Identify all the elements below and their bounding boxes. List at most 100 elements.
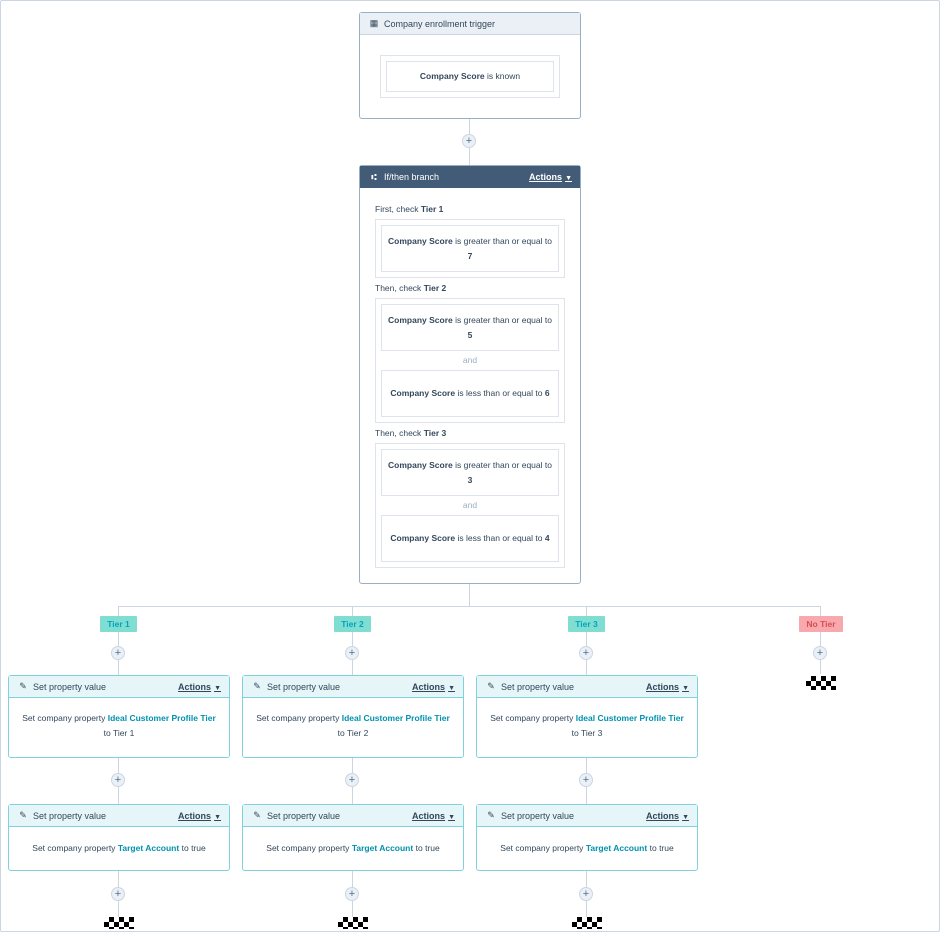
branch-icon: ⑆ [371,172,377,182]
action-connector: to [415,843,423,853]
property-link[interactable]: Target Account [351,843,414,853]
property-link[interactable]: Ideal Customer Profile Tier [107,713,216,723]
action-description: Set company property Ideal Customer Prof… [243,711,463,741]
branch-tag-tier-1: Tier 1 [100,616,137,632]
add-action-button[interactable]: + [579,646,593,660]
actions-label: Actions [412,810,446,821]
if-then-branch-card[interactable]: ⑆ If/then branch Actions▼ First, check T… [359,165,581,584]
and-separator: and [462,500,478,510]
condition-value: 4 [544,533,550,543]
action-card-set-target-account[interactable]: ✎ Set property value Actions▼ Set compan… [242,804,464,871]
add-action-button[interactable]: + [345,887,359,901]
condition-property: Company Score [390,388,456,398]
condition-property: Company Score [390,533,456,543]
condition-tier-2-b[interactable]: Company Score is less than or equal to 6 [381,370,559,417]
branch-split-line [118,606,821,607]
action-value: true [659,843,674,853]
action-card-set-icp-tier-2[interactable]: ✎ Set property value Actions▼ Set compan… [242,675,464,758]
condition-operator: is greater than or equal to [455,314,552,325]
action-title: Set property value [267,681,341,692]
action-actions-dropdown[interactable]: Actions▼ [178,682,221,692]
actions-label: Actions [412,681,446,692]
property-link[interactable]: Target Account [585,843,648,853]
edit-icon: ✎ [19,681,27,691]
enrollment-trigger-card[interactable]: ▦ Company enrollment trigger Company Sco… [359,12,581,119]
action-value: Tier 2 [346,728,369,738]
action-actions-dropdown[interactable]: Actions▼ [178,811,221,821]
condition-tier-2-a[interactable]: Company Score is greater than or equal t… [381,304,559,351]
action-actions-dropdown[interactable]: Actions▼ [646,682,689,692]
edit-icon: ✎ [253,810,261,820]
action-card-set-icp-tier-3[interactable]: ✎ Set property value Actions▼ Set compan… [476,675,698,758]
add-action-button[interactable]: + [345,646,359,660]
action-prefix: Set company property [256,713,340,723]
branch-tag-no-tier: No Tier [799,616,843,632]
chevron-down-icon: ▼ [448,684,455,692]
check-prefix: First, check [375,204,419,214]
add-action-button[interactable]: + [111,887,125,901]
chevron-down-icon: ▼ [682,813,689,821]
condition-value: 3 [467,474,473,485]
add-action-button[interactable]: + [579,887,593,901]
actions-label: Actions [529,172,563,182]
and-separator: and [462,355,478,365]
condition-operator: is known [487,71,521,81]
check-prefix: Then, check [375,283,422,293]
actions-label: Actions [646,810,680,821]
check-prefix: Then, check [375,428,422,438]
action-description: Set company property Target Account to t… [477,841,697,856]
chevron-down-icon: ▼ [448,813,455,821]
add-action-button[interactable]: + [579,773,593,787]
check-tier: Tier 1 [420,204,444,214]
trigger-condition[interactable]: Company Score is known [386,61,554,92]
action-description: Set company property Ideal Customer Prof… [9,711,229,741]
action-description: Set company property Target Account to t… [243,841,463,856]
condition-property: Company Score [388,314,453,325]
checkered-flag-icon [338,917,368,929]
action-actions-dropdown[interactable]: Actions▼ [412,811,455,821]
condition-value: 5 [467,329,473,340]
edit-icon: ✎ [487,810,495,820]
action-card-set-icp-tier-1[interactable]: ✎ Set property value Actions▼ Set compan… [8,675,230,758]
action-card-set-target-account[interactable]: ✎ Set property value Actions▼ Set compan… [8,804,230,871]
condition-operator: is greater than or equal to [455,235,552,246]
action-card-set-target-account[interactable]: ✎ Set property value Actions▼ Set compan… [476,804,698,871]
actions-label: Actions [178,681,212,692]
property-link[interactable]: Target Account [117,843,180,853]
property-link[interactable]: Ideal Customer Profile Tier [341,713,450,723]
condition-tier-1-a[interactable]: Company Score is greater than or equal t… [381,225,559,272]
action-value: Tier 1 [112,728,135,738]
add-action-button[interactable]: + [345,773,359,787]
condition-tier-3-a[interactable]: Company Score is greater than or equal t… [381,449,559,496]
add-action-button[interactable]: + [111,773,125,787]
connector [352,606,353,675]
action-actions-dropdown[interactable]: Actions▼ [412,682,455,692]
branch-header: ⑆ If/then branch Actions▼ [360,166,580,188]
action-header: ✎ Set property value Actions▼ [9,676,229,698]
condition-value: 6 [544,388,550,398]
add-action-button[interactable]: + [111,646,125,660]
check-label-tier-1: First, check Tier 1 [375,204,443,214]
condition-value: 7 [467,250,473,261]
action-header: ✎ Set property value Actions▼ [243,676,463,698]
property-link[interactable]: Ideal Customer Profile Tier [575,713,684,723]
add-action-button[interactable]: + [462,134,476,148]
condition-property: Company Score [388,235,453,246]
action-connector: to [571,728,579,738]
action-value: true [191,843,206,853]
branch-actions-dropdown[interactable]: Actions▼ [529,172,572,182]
action-header: ✎ Set property value Actions▼ [9,805,229,827]
connector [586,606,587,675]
branch-tag-tier-3: Tier 3 [568,616,605,632]
condition-operator: is less than or equal to [457,533,543,543]
connector [820,606,821,674]
action-description: Set company property Ideal Customer Prof… [477,711,697,741]
add-action-button[interactable]: + [813,646,827,660]
action-title: Set property value [501,681,575,692]
action-actions-dropdown[interactable]: Actions▼ [646,811,689,821]
condition-tier-3-b[interactable]: Company Score is less than or equal to 4 [381,515,559,562]
checkered-flag-icon [572,917,602,929]
check-tier: Tier 3 [423,428,447,438]
action-connector: to [337,728,345,738]
check-tier: Tier 2 [423,283,447,293]
